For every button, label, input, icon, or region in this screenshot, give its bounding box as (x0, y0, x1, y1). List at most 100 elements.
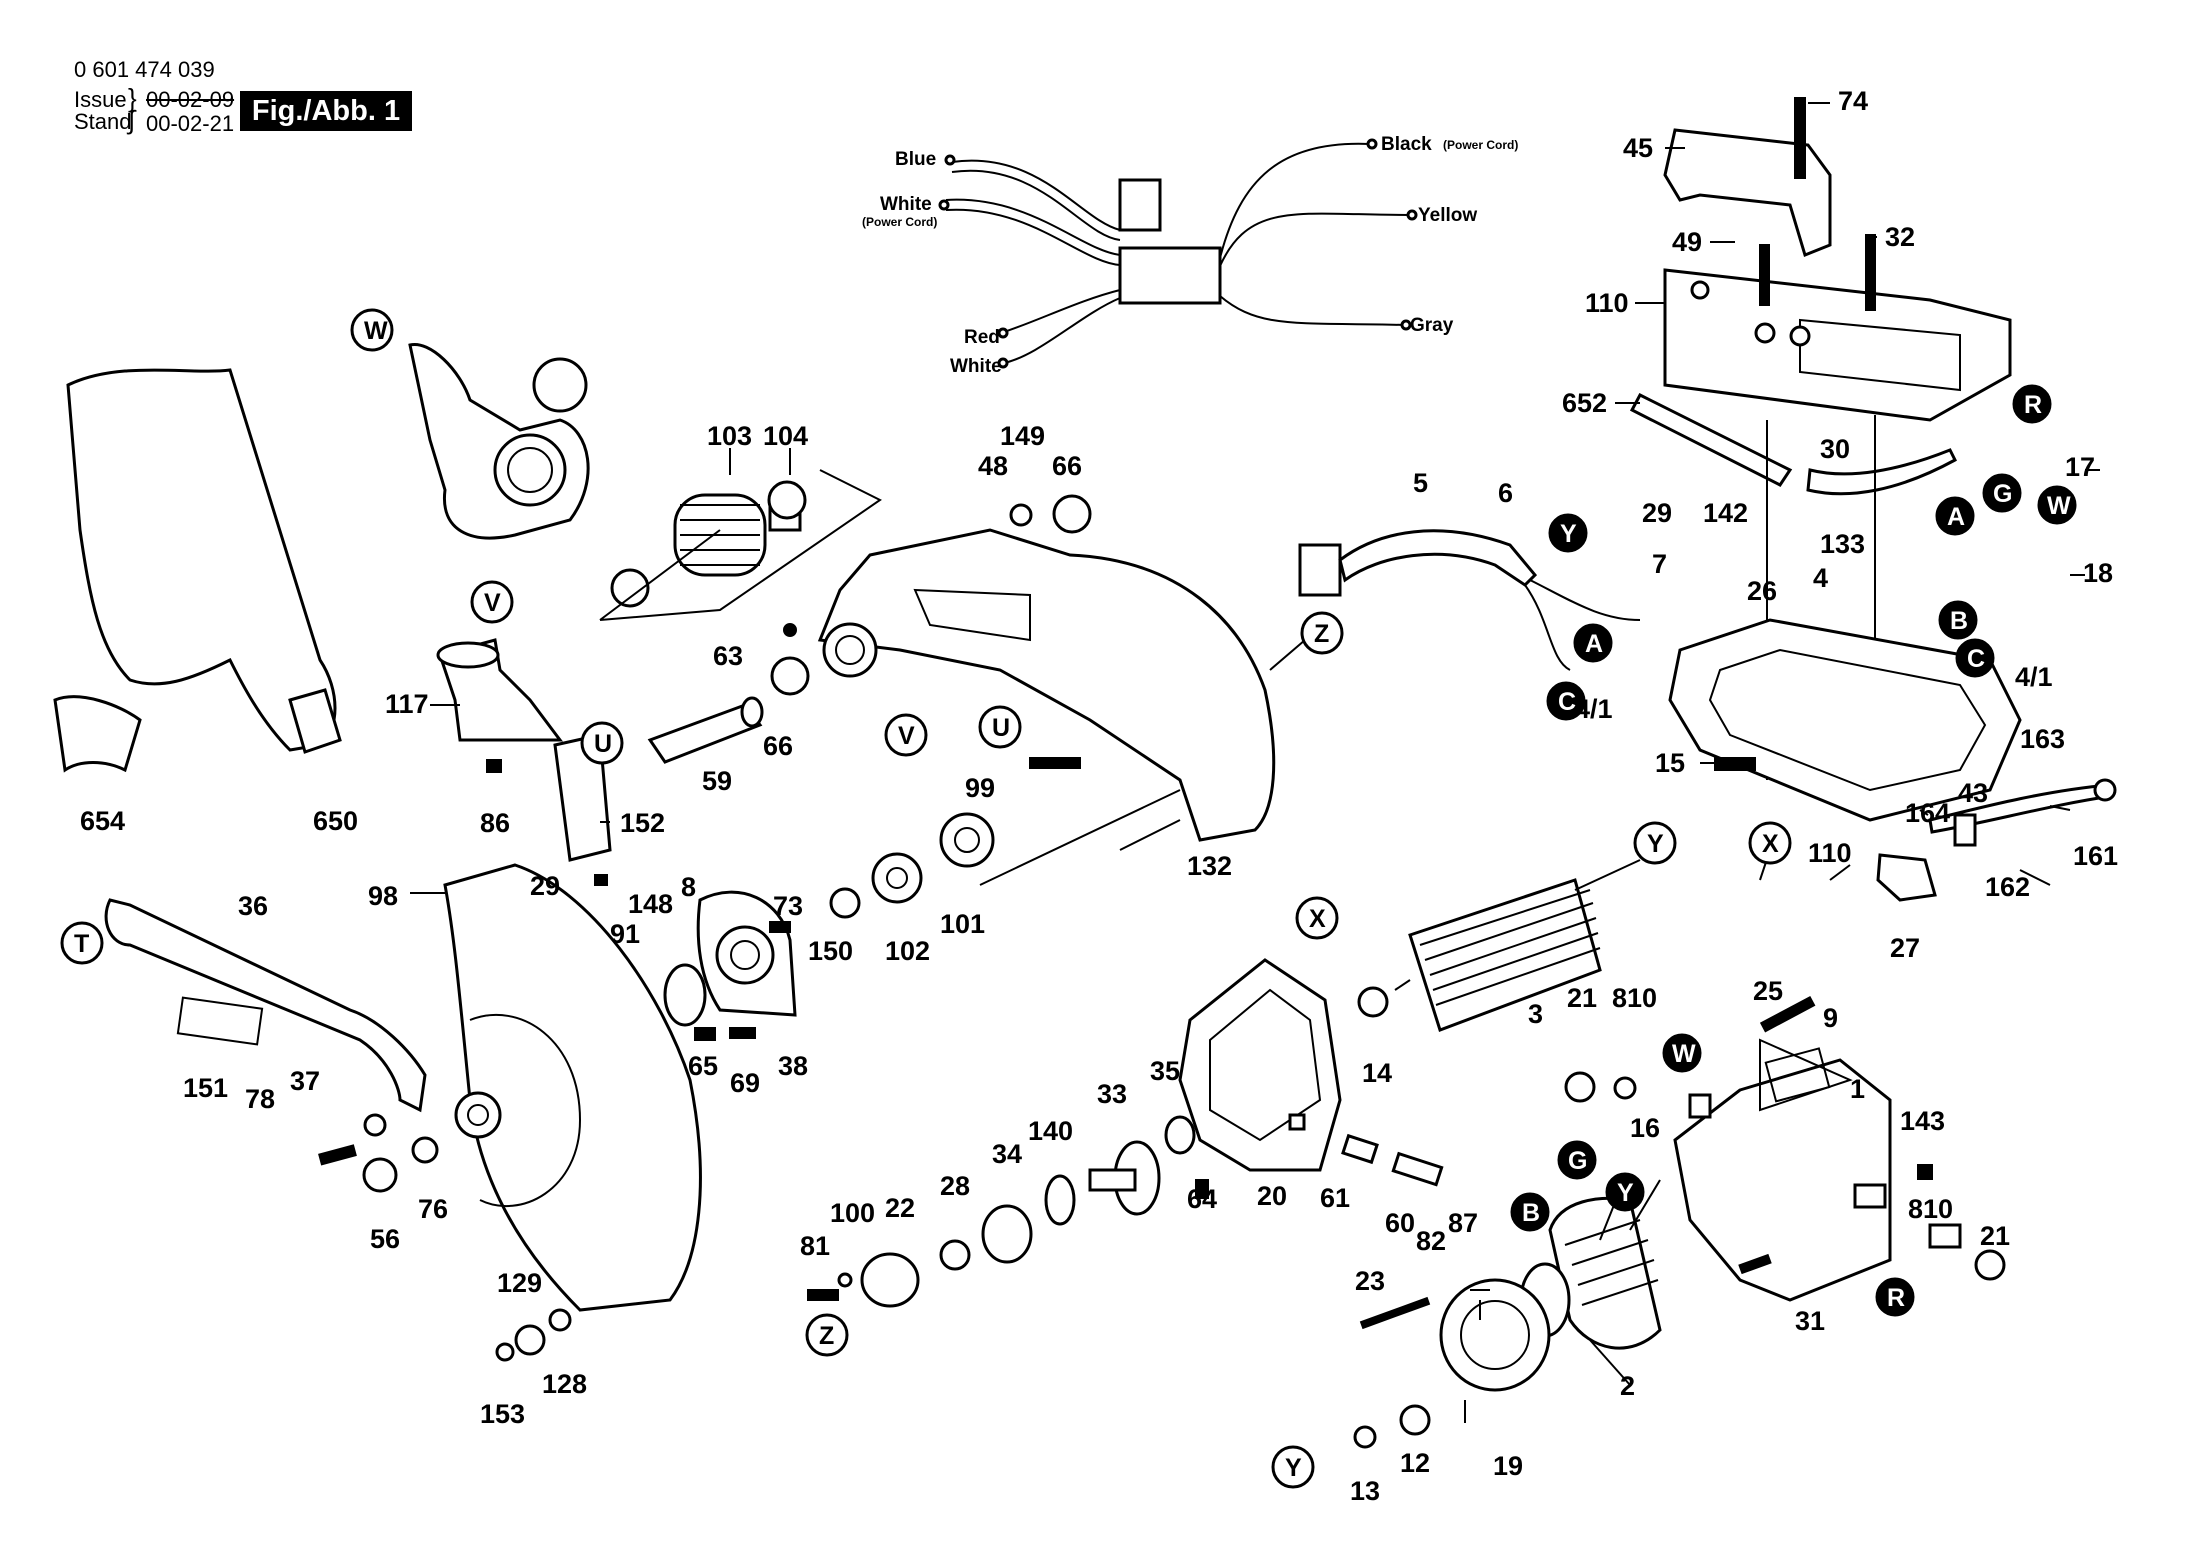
part-label-21-a: 21 (1567, 983, 1597, 1013)
part-label-4-1-b: 4/1 (2015, 662, 2053, 692)
part-label-25: 25 (1753, 976, 1783, 1006)
part-label-129: 129 (497, 1268, 542, 1298)
svg-text:G: G (1993, 480, 2012, 508)
part-label-23: 23 (1355, 1266, 1385, 1296)
part-label-110-b: 110 (1808, 838, 1852, 868)
part-label-37: 37 (290, 1066, 320, 1096)
ref-marker-y-2: Y (1271, 1445, 1315, 1489)
handle-assembly (1629, 97, 2012, 780)
ref-marker-y-solid-1: Y (1548, 513, 1588, 553)
wire-label-power-cord-2: (Power Cord) (1443, 138, 1518, 152)
svg-text:A: A (1585, 630, 1603, 658)
part-label-142: 142 (1703, 498, 1748, 528)
part-label-49: 49 (1672, 227, 1702, 257)
ref-marker-a-solid-1: A (1573, 623, 1613, 663)
part-label-101: 101 (940, 909, 985, 939)
part-label-4: 4 (1813, 563, 1828, 593)
part-label-6: 6 (1498, 478, 1513, 508)
part-label-163: 163 (2020, 724, 2065, 754)
part-label-18: 18 (2083, 558, 2113, 588)
svg-text:V: V (484, 589, 501, 617)
part-label-63: 63 (713, 641, 743, 671)
svg-text:Z: Z (1314, 620, 1329, 648)
wire-label-blue: Blue (895, 149, 936, 170)
svg-text:G: G (1568, 1147, 1587, 1175)
part-label-4-1-a: 4/1 (1575, 694, 1613, 724)
base-housing (1668, 618, 2117, 902)
part-label-45: 45 (1623, 133, 1653, 163)
wire-label-black-power: Black (1381, 134, 1432, 155)
part-label-87: 87 (1448, 1208, 1478, 1238)
ref-marker-x-1: X (1295, 896, 1339, 940)
part-label-66-b: 66 (763, 731, 793, 761)
part-label-29-a: 29 (1642, 498, 1672, 528)
motor-housing (1353, 995, 2006, 1449)
part-label-91: 91 (610, 919, 640, 949)
svg-text:Y: Y (1285, 1454, 1302, 1482)
upper-blade-guard (817, 528, 1276, 842)
dust-elbow (408, 343, 590, 742)
ref-marker-v-2: V (884, 713, 928, 757)
part-label-164: 164 (1905, 798, 1950, 828)
spring-assembly (599, 469, 882, 621)
part-label-69: 69 (730, 1068, 760, 1098)
ref-marker-t: T (60, 921, 104, 965)
part-label-26: 26 (1747, 576, 1777, 606)
header-stand-brace: ∫ (128, 105, 136, 135)
ref-marker-y-solid-2: Y (1605, 1172, 1645, 1212)
part-label-60: 60 (1385, 1208, 1415, 1238)
part-label-650: 650 (313, 806, 358, 836)
part-label-76: 76 (418, 1194, 448, 1224)
flanges (829, 757, 1181, 919)
svg-text:U: U (594, 730, 612, 758)
svg-text:Z: Z (819, 1322, 834, 1350)
part-label-36: 36 (238, 891, 268, 921)
part-label-150: 150 (808, 936, 853, 966)
part-label-56: 56 (370, 1224, 400, 1254)
figure-label: Fig./Abb. 1 (240, 91, 412, 131)
svg-text:B: B (1950, 607, 1968, 635)
part-label-27: 27 (1890, 933, 1920, 963)
part-label-102: 102 (885, 936, 930, 966)
part-label-17: 17 (2065, 452, 2095, 482)
part-label-66-a: 66 (1052, 451, 1082, 481)
part-label-99: 99 (965, 773, 995, 803)
part-label-59: 59 (702, 766, 732, 796)
header-stand-date: 00-02-21 (146, 111, 235, 136)
part-label-30: 30 (1820, 434, 1850, 464)
flange-plate (663, 890, 797, 1041)
washers-129-128-153 (495, 1308, 572, 1362)
part-label-86: 86 (480, 808, 510, 838)
part-label-162: 162 (1985, 872, 2030, 902)
part-label-12: 12 (1400, 1448, 1430, 1478)
part-label-38: 38 (778, 1051, 808, 1081)
armature (1357, 859, 1641, 1032)
part-label-73: 73 (773, 891, 803, 921)
ref-marker-c-solid-2: C (1955, 638, 1995, 678)
wire-label-power-cord-1: (Power Cord) (862, 215, 937, 229)
ref-marker-v-1: V (470, 580, 514, 624)
ref-marker-a-solid-2: A (1935, 496, 1975, 536)
ref-marker-c-solid-1: C (1546, 681, 1586, 721)
part-label-48: 48 (978, 451, 1008, 481)
ref-marker-g-solid-2: G (1557, 1140, 1597, 1180)
ref-marker-b-solid-2: B (1510, 1192, 1550, 1232)
part-label-148: 148 (628, 889, 673, 919)
part-label-16: 16 (1630, 1113, 1660, 1143)
part-label-35: 35 (1150, 1056, 1180, 1086)
svg-text:W: W (2047, 492, 2071, 520)
dust-bag (53, 368, 342, 773)
ref-marker-z-1: Z (1300, 611, 1344, 655)
switch-bracket (486, 733, 612, 886)
part-label-61: 61 (1320, 1183, 1350, 1213)
part-label-98: 98 (368, 881, 398, 911)
svg-text:Y: Y (1560, 520, 1577, 548)
part-label-654: 654 (80, 806, 125, 836)
svg-text:R: R (1887, 1284, 1905, 1312)
part-label-14: 14 (1362, 1058, 1392, 1088)
part-label-161: 161 (2073, 841, 2118, 871)
wire-label-gray: Gray (1410, 315, 1454, 336)
ref-marker-r-solid-2: R (1875, 1277, 1915, 1317)
ref-marker-w-solid-2: W (1662, 1033, 1702, 1073)
